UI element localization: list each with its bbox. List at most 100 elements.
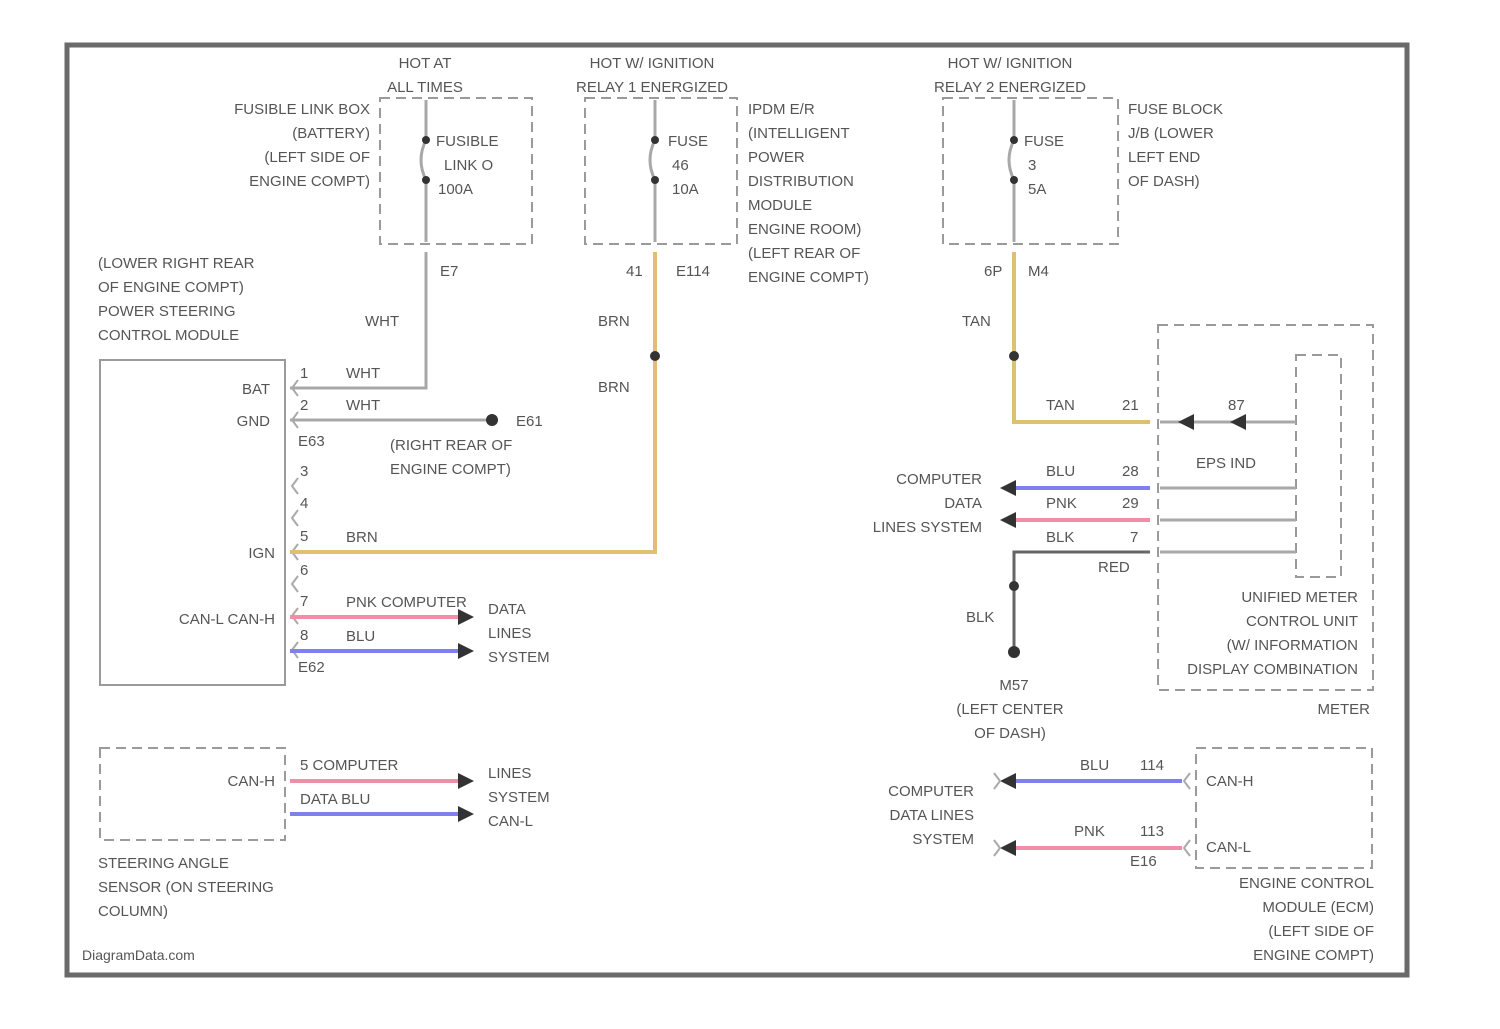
ipdm-fuse-terminal-top xyxy=(651,136,659,144)
meter-loc-1: UNIFIED METER xyxy=(1241,589,1358,606)
power-steering-control-module xyxy=(100,360,285,685)
fuse-block-loc-2: J/B (LOWER xyxy=(1128,125,1214,142)
fuse-terminal-bottom xyxy=(422,176,430,184)
can-eps-line1: PNK COMPUTER xyxy=(346,594,467,611)
computer-data-meter-3: LINES SYSTEM xyxy=(873,519,982,536)
wire-label-tan-1: TAN xyxy=(962,313,991,330)
hot-relay1-line2: RELAY 1 ENERGIZED xyxy=(576,79,728,96)
meter-loc-5: METER xyxy=(1318,701,1371,718)
meter-pin-7: 7 xyxy=(1130,529,1138,546)
eps-pin-6: 6 xyxy=(300,562,308,579)
eps-pin-5: 5 xyxy=(300,528,308,545)
splice-tan xyxy=(1009,351,1019,361)
fuse-block-terminal-top xyxy=(1010,136,1018,144)
sas-wire-pnk-label: 5 COMPUTER xyxy=(300,757,399,774)
splice-brn xyxy=(650,351,660,361)
meter-pin-21: 21 xyxy=(1122,397,1139,414)
ipdm-loc-3: POWER xyxy=(748,149,805,166)
wire-label-blu-ecm: BLU xyxy=(1080,757,1109,774)
splice-blk xyxy=(1009,581,1019,591)
fusible-link-label: FUSIBLE xyxy=(436,133,499,150)
ipdm-loc-2: (INTELLIGENT xyxy=(748,125,850,142)
wire-label-pnk-meter: PNK xyxy=(1046,495,1077,512)
eps-pin-4: 4 xyxy=(300,495,308,512)
fuse-block-fuse-number: 3 xyxy=(1028,157,1036,174)
ecm-connector: E16 xyxy=(1130,853,1157,870)
ecm-loc-3: (LEFT SIDE OF xyxy=(1268,923,1374,940)
ipdm-fuse-label: FUSE xyxy=(668,133,708,150)
ground-m57-symbol xyxy=(1008,646,1020,658)
wire-label-pnk-ecm: PNK xyxy=(1074,823,1105,840)
wire-label-wht-3: WHT xyxy=(346,397,380,414)
wire-label-blu-eps: BLU xyxy=(346,628,375,645)
ground-m57-loc-1: (LEFT CENTER xyxy=(956,701,1063,718)
sas-side-2: SYSTEM xyxy=(488,789,550,806)
ground-e61-name: E61 xyxy=(516,413,543,430)
sas-side-1: LINES xyxy=(488,765,531,782)
ground-e61-symbol xyxy=(486,414,498,426)
wire-label-blu-meter: BLU xyxy=(1046,463,1075,480)
can-eps-side-3: SYSTEM xyxy=(488,649,550,666)
eps-pin-1: 1 xyxy=(300,365,308,382)
fuse-block-fuse-rating: 5A xyxy=(1028,181,1046,198)
hot-relay2-line1: HOT W/ IGNITION xyxy=(948,55,1073,72)
eps-label-can: CAN-L CAN-H xyxy=(179,611,275,628)
wire-label-tan-2: TAN xyxy=(1046,397,1075,414)
eps-pin-3: 3 xyxy=(300,463,308,480)
fusible-link-box-loc-1: FUSIBLE LINK BOX xyxy=(234,101,370,118)
ipdm-pin: 41 xyxy=(626,263,643,280)
computer-data-ecm-2: DATA LINES xyxy=(890,807,974,824)
ipdm-fuse-number: 46 xyxy=(672,157,689,174)
wire-label-wht-1: WHT xyxy=(365,313,399,330)
fuse-block-loc-3: LEFT END xyxy=(1128,149,1200,166)
meter-eps-ind: EPS IND xyxy=(1196,455,1256,472)
wire-label-blk-ground: BLK xyxy=(966,609,994,626)
meter-loc-3: (W/ INFORMATION xyxy=(1227,637,1358,654)
eps-pin-7: 7 xyxy=(300,593,308,610)
fuse-block-pin: 6P xyxy=(984,263,1002,280)
wire-label-brn-1: BRN xyxy=(598,313,630,330)
fuse-block-fuse-label: FUSE xyxy=(1024,133,1064,150)
ecm-loc-4: ENGINE COMPT) xyxy=(1253,947,1374,964)
sas-loc-1: STEERING ANGLE xyxy=(98,855,229,872)
fuse-terminal-top xyxy=(422,136,430,144)
ipdm-connector: E114 xyxy=(676,263,710,280)
wire-label-blk-meter: BLK xyxy=(1046,529,1074,546)
ipdm-loc-4: DISTRIBUTION xyxy=(748,173,854,190)
sas-side-3: CAN-L xyxy=(488,813,533,830)
eps-pin-8: 8 xyxy=(300,627,308,644)
wire-label-brn-3: BRN xyxy=(346,529,378,546)
hot-relay1-line1: HOT W/ IGNITION xyxy=(590,55,715,72)
sas-loc-3: COLUMN) xyxy=(98,903,168,920)
ground-e61-loc-1: (RIGHT REAR OF xyxy=(390,437,512,454)
ground-e61-loc-2: ENGINE COMPT) xyxy=(390,461,511,478)
ecm-pin-h: 114 xyxy=(1140,757,1164,774)
sas-wire-blu-label: DATA BLU xyxy=(300,791,370,808)
computer-data-meter-1: COMPUTER xyxy=(896,471,982,488)
fusible-link-id: LINK O xyxy=(444,157,493,174)
fusible-link-box-loc-4: ENGINE COMPT) xyxy=(249,173,370,190)
wire-label-red: RED xyxy=(1098,559,1130,576)
fuse-block-connector: M4 xyxy=(1028,263,1049,280)
eps-loc-1: (LOWER RIGHT REAR xyxy=(98,255,255,272)
computer-data-ecm-1: COMPUTER xyxy=(888,783,974,800)
fuse-block-loc-4: OF DASH) xyxy=(1128,173,1200,190)
meter-inner-pin: 87 xyxy=(1228,397,1245,414)
ipdm-loc-6: ENGINE ROOM) xyxy=(748,221,861,238)
ipdm-loc-5: MODULE xyxy=(748,197,812,214)
hot-all-times-line2: ALL TIMES xyxy=(387,79,463,96)
meter-loc-2: CONTROL UNIT xyxy=(1246,613,1358,630)
eps-label-ign: IGN xyxy=(248,545,275,562)
computer-data-meter-2: DATA xyxy=(944,495,982,512)
eps-label-gnd: GND xyxy=(237,413,271,430)
ipdm-fuse-rating: 10A xyxy=(672,181,699,198)
ground-m57-loc-2: OF DASH) xyxy=(974,725,1046,742)
sas-loc-2: SENSOR (ON STEERING xyxy=(98,879,274,896)
eps-pin-2: 2 xyxy=(300,397,308,414)
watermark: DiagramData.com xyxy=(82,947,195,963)
ipdm-loc-7: (LEFT REAR OF xyxy=(748,245,860,262)
eps-connector-top: E63 xyxy=(298,433,325,450)
eps-loc-3: POWER STEERING xyxy=(98,303,236,320)
eps-connector-bottom: E62 xyxy=(298,659,325,676)
